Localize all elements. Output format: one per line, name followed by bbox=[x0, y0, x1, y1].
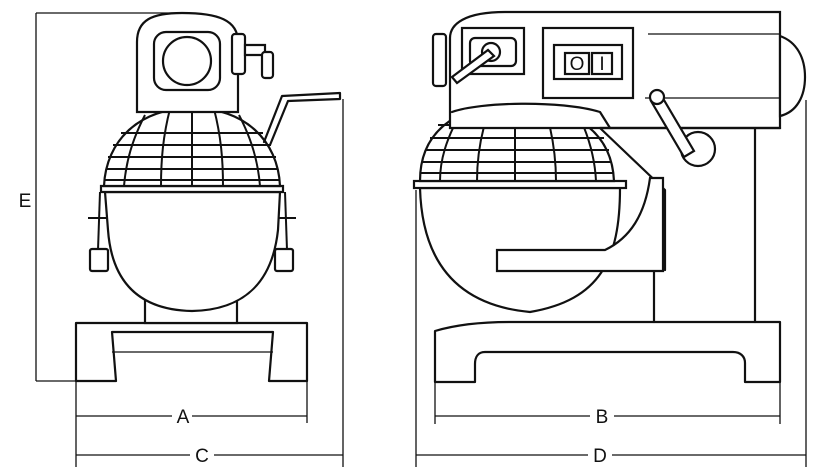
dimension-label-d: D bbox=[593, 446, 607, 467]
front-head bbox=[135, 11, 275, 114]
front-view: E A C bbox=[19, 11, 344, 467]
front-lift-lever bbox=[262, 91, 342, 147]
switch-on-label: I bbox=[599, 54, 604, 75]
side-bowl-lift-lever bbox=[648, 88, 696, 159]
side-bowl bbox=[412, 179, 628, 314]
front-wire-guard bbox=[102, 106, 282, 188]
dimension-label-e: E bbox=[19, 191, 32, 212]
dimension-label-a: A bbox=[177, 407, 190, 428]
front-dimensions bbox=[35, 12, 344, 467]
front-bowl bbox=[88, 184, 296, 313]
side-head: O I bbox=[431, 10, 807, 130]
side-column bbox=[598, 126, 757, 324]
dimension-label-b: B bbox=[596, 407, 609, 428]
switch-off-label: O bbox=[570, 54, 585, 75]
side-bowl-arm bbox=[495, 176, 665, 273]
side-dimensions bbox=[415, 100, 807, 467]
side-base bbox=[433, 320, 782, 384]
side-view: O I B D bbox=[412, 10, 807, 467]
dimension-label-c: C bbox=[195, 446, 209, 467]
